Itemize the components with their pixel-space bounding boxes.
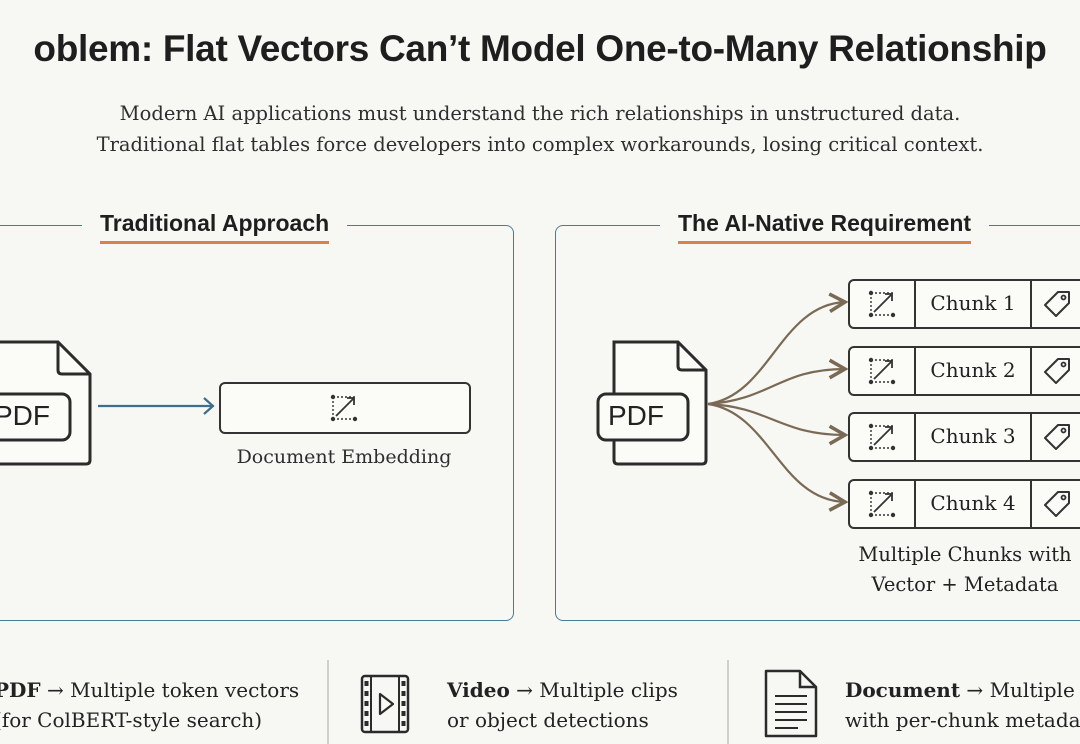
chunk-row: Chunk 3 [848, 412, 1080, 462]
document-example: Document → Multiple with per-chunk metad… [845, 675, 1080, 735]
chunk-row: Chunk 1 [848, 279, 1080, 329]
pdf-label-left: PDF [0, 400, 50, 431]
traditional-approach-heading: Traditional Approach [82, 210, 348, 244]
example-line2: (for ColBERT-style search) [0, 708, 263, 732]
traditional-approach-title: Traditional Approach [100, 210, 330, 236]
pdf-example: PDF → Multiple token vectors (for ColBER… [0, 675, 299, 735]
chunk-label: Chunk 4 [930, 491, 1016, 515]
vector-icon [868, 357, 896, 385]
vector-icon [330, 394, 358, 422]
example-title: Document [845, 678, 961, 702]
example-arrow: → [509, 678, 540, 702]
example-line2: with per-chunk metada [845, 708, 1080, 732]
example-line1: Multiple [989, 678, 1075, 702]
connector-chunk-1 [707, 292, 849, 406]
vector-icon [868, 490, 896, 518]
example-line2: or object detections [447, 708, 649, 732]
film-icon [360, 674, 410, 734]
example-line1: Multiple token vectors [70, 678, 300, 702]
document-embedding-box [219, 382, 471, 434]
page-title: oblem: Flat Vectors Can’t Model One-to-M… [33, 28, 1047, 69]
divider [327, 660, 329, 744]
arrow-right-icon [98, 397, 215, 415]
chunks-caption: Multiple Chunks with Vector + Metadata [835, 540, 1080, 600]
tag-icon [1044, 358, 1070, 384]
chunk-label: Chunk 3 [930, 424, 1016, 448]
example-line1: Multiple clips [539, 678, 678, 702]
tag-icon [1044, 424, 1070, 450]
fan-out-connectors [707, 292, 849, 512]
tag-icon [1044, 291, 1070, 317]
chunk-label: Chunk 1 [930, 291, 1016, 315]
pdf-file-icon [0, 340, 100, 470]
pdf-label-right: PDF [608, 400, 664, 431]
subtitle-line-2: Traditional flat tables force developers… [96, 133, 984, 156]
heading-underline [100, 241, 330, 244]
connector-chunk-3 [707, 402, 849, 446]
ai-native-requirement-title: The AI-Native Requirement [678, 210, 972, 236]
text-document-icon [764, 669, 818, 738]
chunks-caption-line-1: Multiple Chunks with [858, 543, 1072, 566]
pdf-file-icon [596, 340, 716, 470]
example-title: PDF [0, 678, 41, 702]
connector-chunk-2 [707, 358, 849, 406]
chunks-caption-line-2: Vector + Metadata [871, 573, 1059, 596]
example-title: Video [447, 678, 510, 702]
vector-icon [868, 423, 896, 451]
ai-native-requirement-heading: The AI-Native Requirement [660, 210, 990, 244]
document-embedding-label: Document Embedding [236, 446, 452, 468]
divider [727, 660, 729, 744]
subtitle-line-1: Modern AI applications must understand t… [119, 102, 961, 125]
chunk-row: Chunk 4 [848, 479, 1080, 529]
heading-underline [678, 241, 972, 244]
chunk-row: Chunk 2 [848, 346, 1080, 396]
example-arrow: → [960, 678, 990, 702]
tag-icon [1044, 491, 1070, 517]
vector-icon [868, 290, 896, 318]
example-arrow: → [40, 678, 71, 702]
video-example: Video → Multiple clips or object detecti… [447, 675, 678, 735]
connector-chunk-4 [707, 402, 849, 512]
chunk-label: Chunk 2 [930, 358, 1016, 382]
